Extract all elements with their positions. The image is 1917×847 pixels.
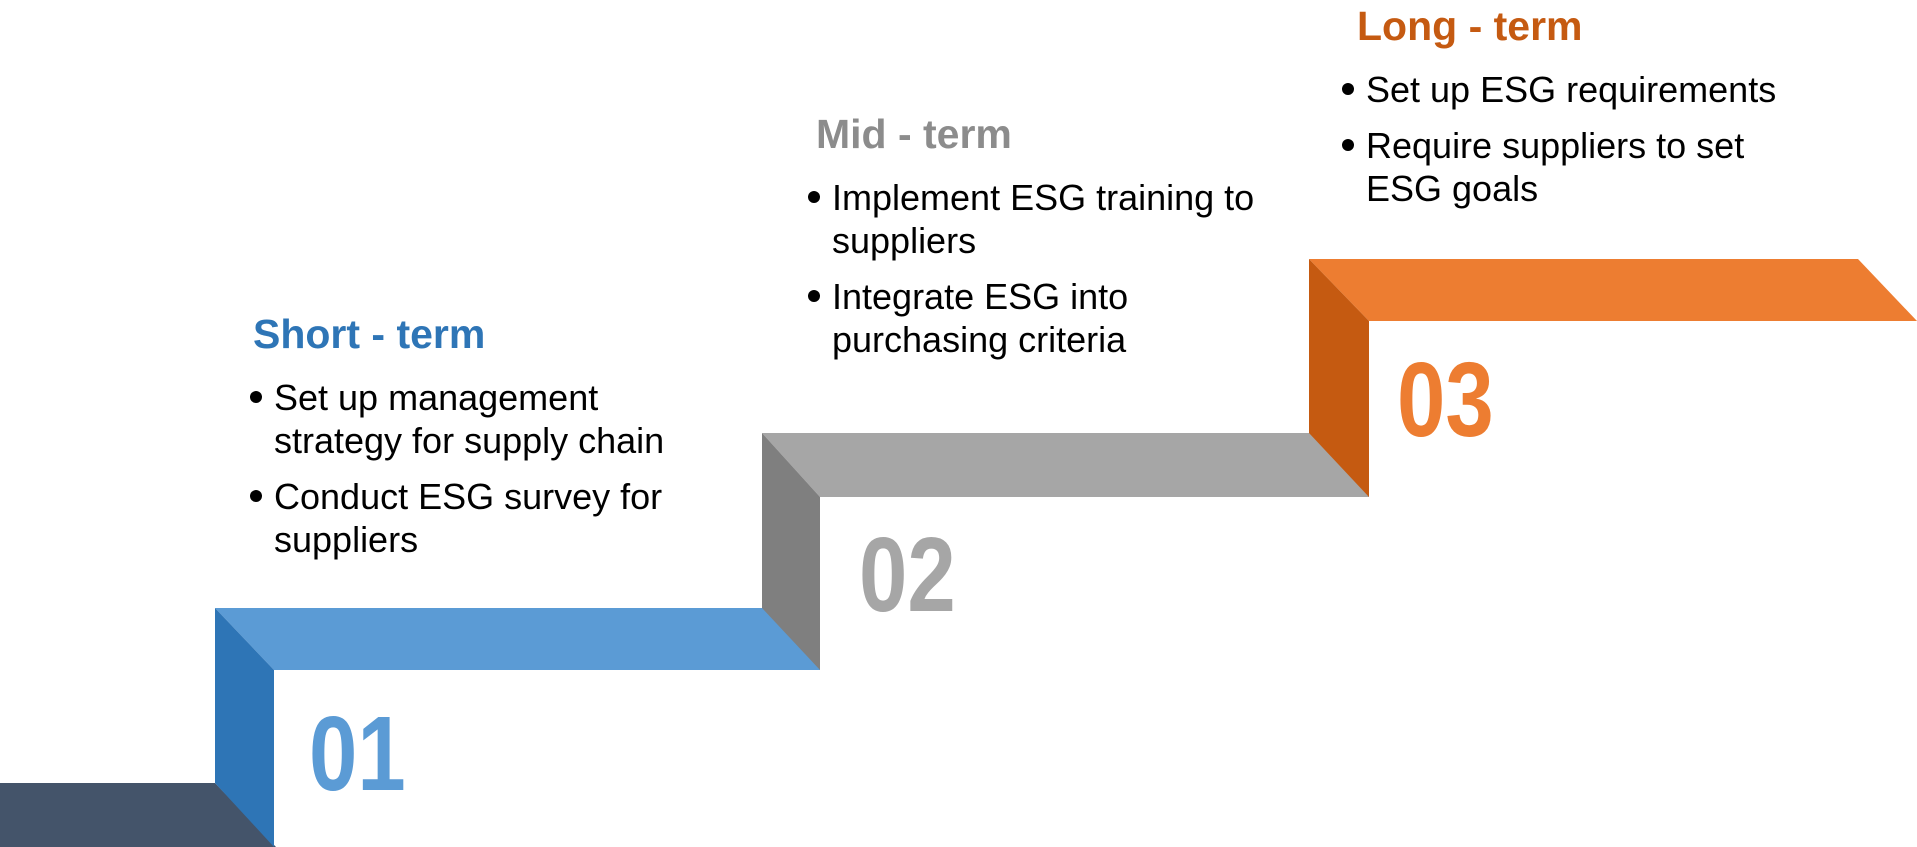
bullet-item: Set up ESG requirements — [1341, 68, 1816, 111]
long-term-title: Long - term — [1357, 3, 1583, 49]
short-term-section: Short - term Set up management strategy … — [249, 310, 724, 561]
mid-term-title: Mid - term — [816, 111, 1012, 157]
bullet-item: Integrate ESG into purchasing criteria — [807, 275, 1257, 361]
bullet-item: Require suppliers to set ESG goals — [1341, 124, 1816, 210]
mid-term-section: Mid - term Implement ESG training to sup… — [807, 110, 1257, 361]
short-term-bullet-list: Set up management strategy for supply ch… — [249, 376, 724, 561]
long-term-section: Long - term Set up ESG requirements Requ… — [1341, 2, 1816, 210]
step2-riser-shape — [762, 433, 820, 670]
step1-number: 01 — [309, 695, 406, 813]
step2-tread-shape — [762, 433, 1369, 497]
step2-number: 02 — [859, 516, 956, 634]
step1-tread-shape — [215, 608, 820, 670]
bullet-item: Implement ESG training to suppliers — [807, 176, 1257, 262]
step3-tread-shape — [1309, 259, 1917, 321]
step1-riser-shape — [215, 608, 274, 847]
base-bar-shape — [0, 783, 276, 847]
step3-number: 03 — [1397, 341, 1494, 459]
mid-term-bullet-list: Implement ESG training to suppliers Inte… — [807, 176, 1257, 361]
bullet-item: Set up management strategy for supply ch… — [249, 376, 724, 462]
bullet-item: Conduct ESG survey for suppliers — [249, 475, 724, 561]
short-term-title: Short - term — [253, 311, 486, 357]
long-term-bullet-list: Set up ESG requirements Require supplier… — [1341, 68, 1816, 210]
step3-riser-shape — [1309, 259, 1369, 497]
